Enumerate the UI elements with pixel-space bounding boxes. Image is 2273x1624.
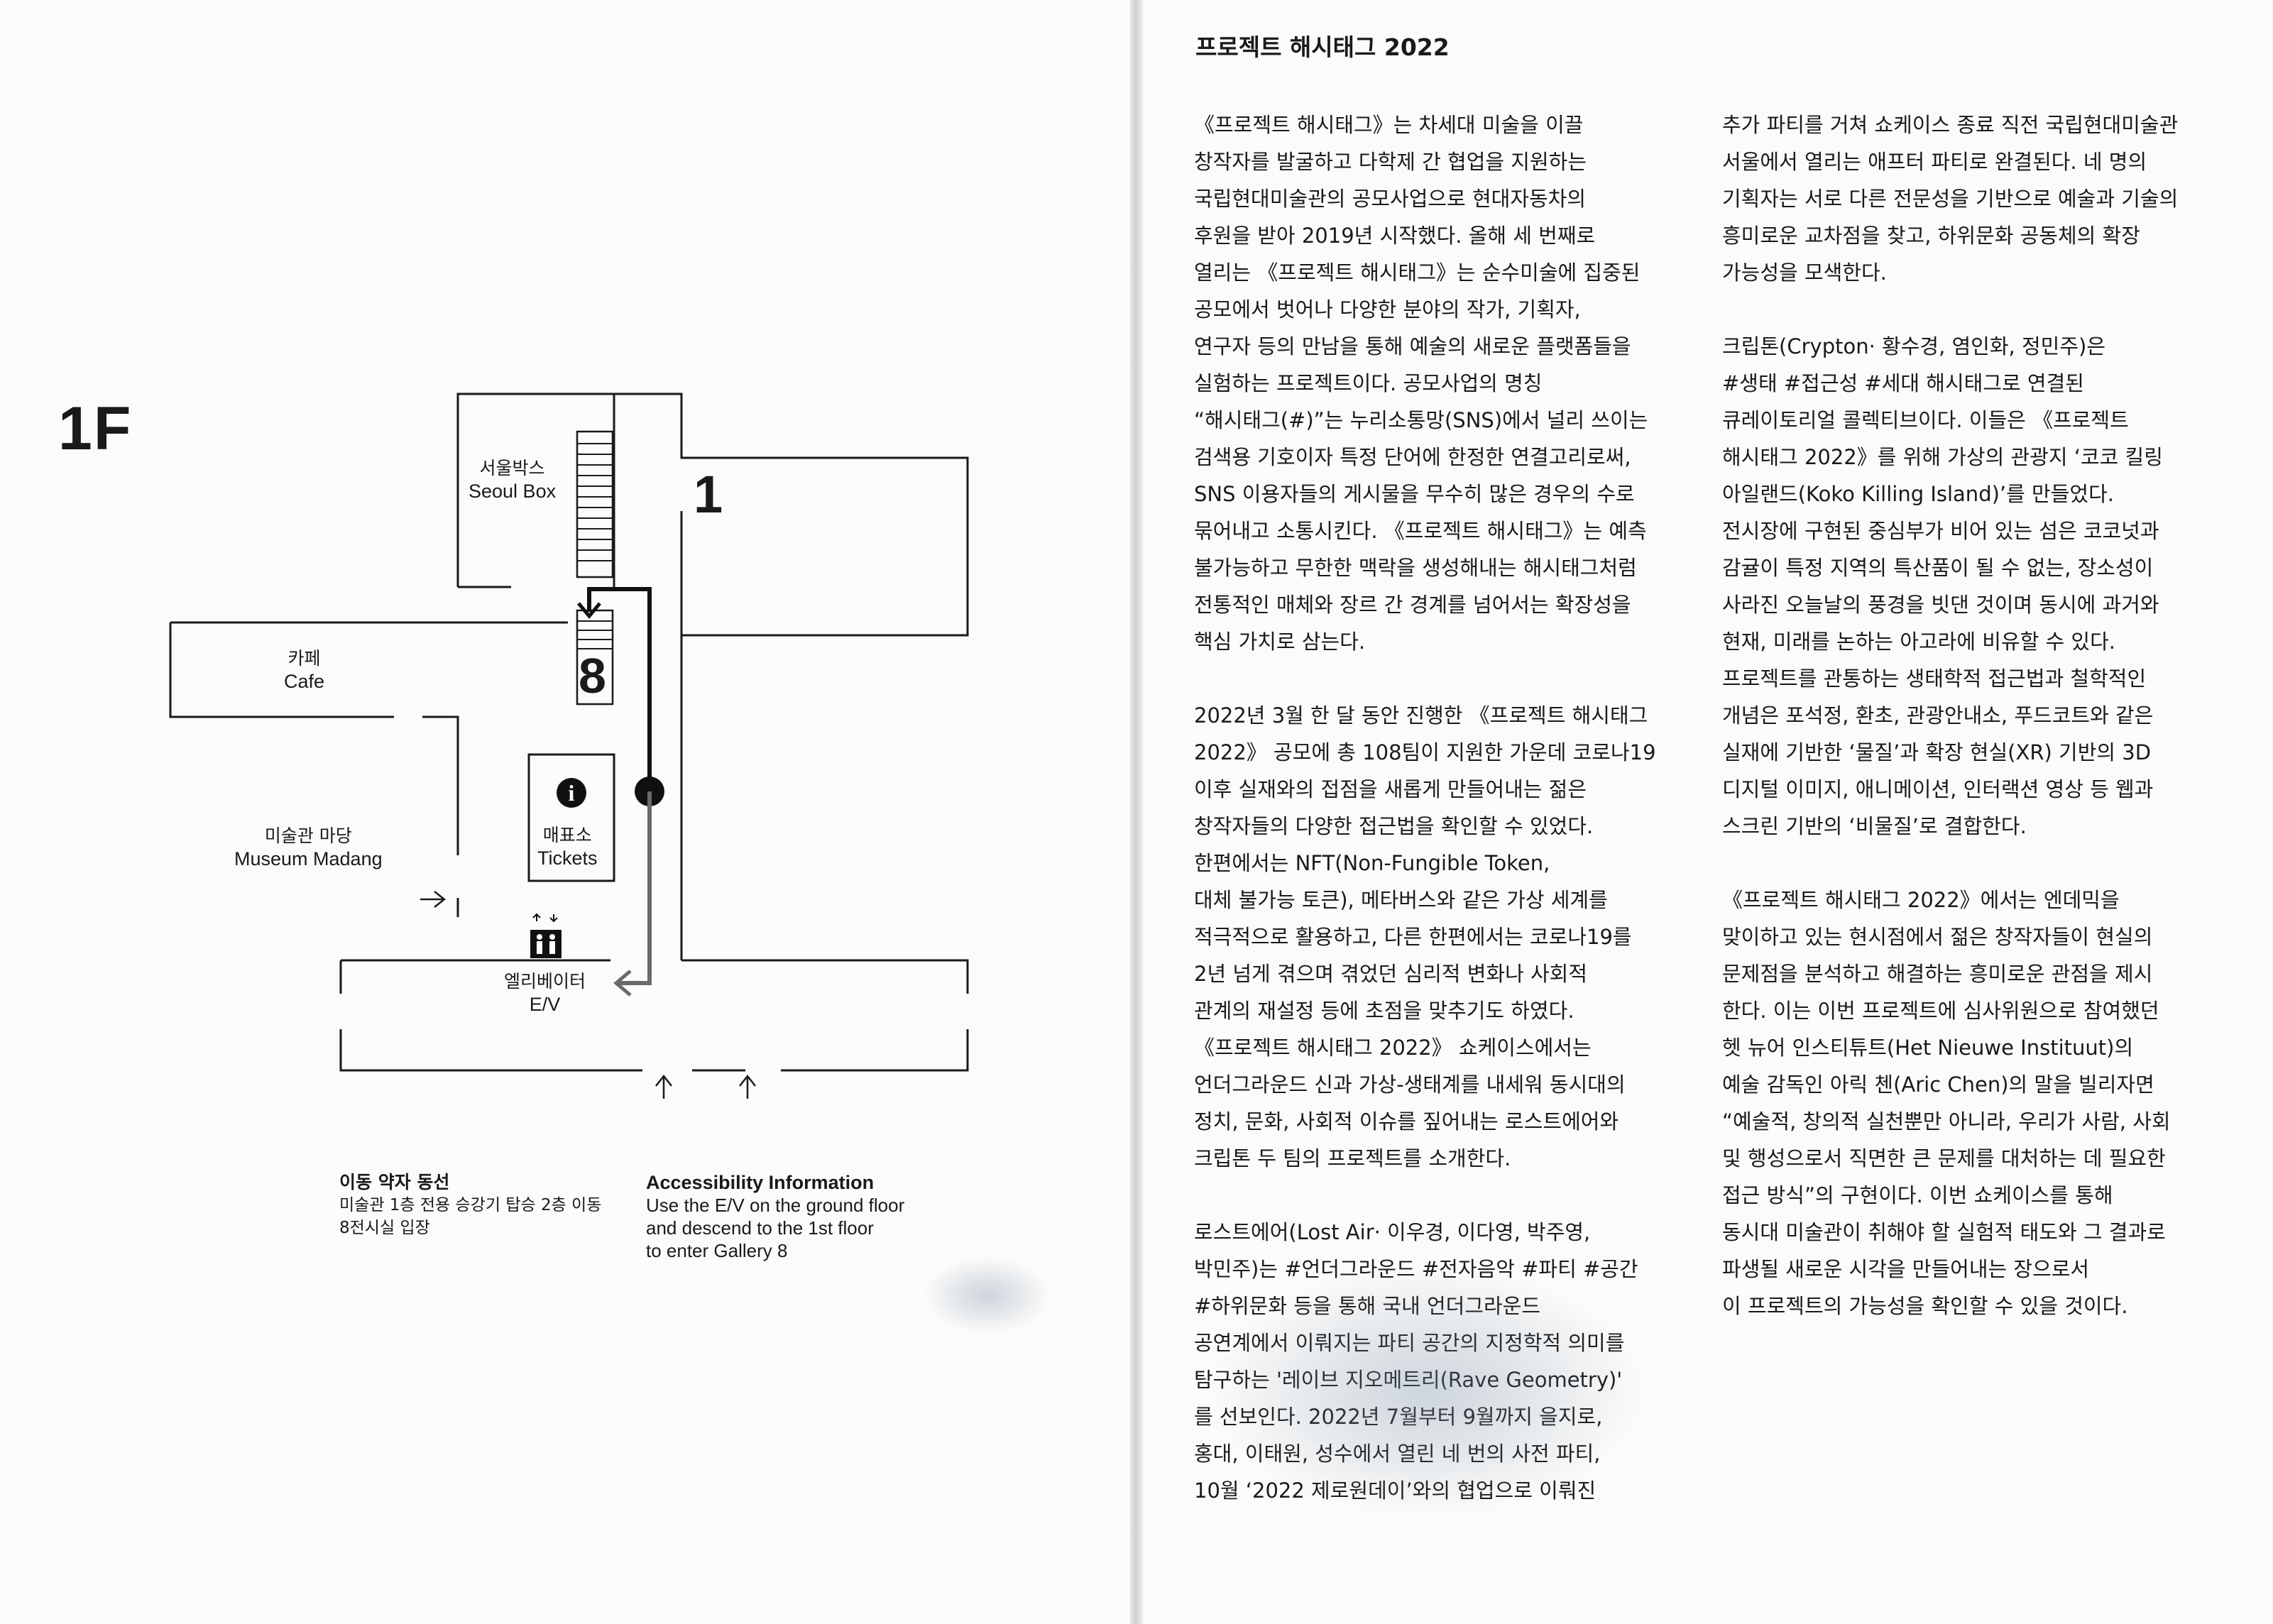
article-title: 프로젝트 해시태그 2022 [1195,33,1450,61]
seoul-box-en: Seoul Box [469,481,557,502]
entrance-arrow-south-1 [655,1074,672,1099]
gallery-1-outline [680,434,969,917]
cafe-en: Cafe [284,671,325,692]
madang-ko: 미술관 마당 [264,825,352,846]
tickets-ko: 매표소 [542,825,592,845]
stain [923,1256,1051,1334]
tickets-label: 매표소 Tickets [537,823,598,870]
accessibility-ko-title: 이동 약자 동선 [339,1172,450,1192]
tickets-en: Tickets [537,847,598,869]
paragraph: 2022년 3월 한 달 동안 진행한 《프로젝트 해시태그 2022》 공모에… [1194,703,1656,1170]
left-page-map [0,0,1133,1624]
gallery-8-number: 8 [579,648,606,703]
info-icon: i [557,778,586,808]
staircase [576,430,614,578]
seoul-box-label: 서울박스 Seoul Box [469,456,556,503]
accessibility-ko-line: 8전시실 입장 [339,1219,430,1237]
entrance-arrow-west [420,891,447,908]
entrance-arrow-south-2 [739,1074,756,1099]
paragraph: 크립톤(Crypton· 황수경, 염인화, 정민주)은 #생태 #접근성 #세… [1722,334,2163,838]
accessibility-en: Accessibility Information Use the E/V on… [646,1171,904,1262]
floor-map [169,393,969,1099]
seoul-box-outline [456,393,683,587]
right-page-text [1140,0,2273,1624]
book-spine [1130,0,1143,1624]
text-column-1: 《프로젝트 해시태그》는 차세대 미술을 이끌 창작자를 발굴하고 다학제 간 … [1194,106,1698,1546]
route-to-elevator [618,791,652,985]
madang-en: Museum Madang [234,848,383,869]
floor-label: 1F [58,395,133,463]
elevator-label: 엘리베이터 E/V [504,970,586,1016]
stain [1207,1263,1647,1519]
madang-label: 미술관 마당 Museum Madang [234,824,383,871]
elevator-en: E/V [529,994,561,1015]
accessibility-en-line: to enter Gallery 8 [646,1240,788,1261]
paragraph: 《프로젝트 해시태그 2022》에서는 엔데믹을 맞이하고 있는 현시점에서 젊… [1722,888,2171,1318]
cafe-ko: 카페 [287,648,321,669]
tickets-box [527,753,615,882]
accessibility-en-title: Accessibility Information [646,1172,875,1193]
paragraph: 추가 파티를 거쳐 쇼케이스 종료 직전 국립현대미술관 서울에서 열리는 애프… [1722,113,2179,285]
paragraph: 《프로젝트 해시태그》는 차세대 미술을 이끌 창작자를 발굴하고 다학제 간 … [1194,113,1648,654]
stair-treads [577,443,613,649]
accessibility-en-line: and descend to the 1st floor [646,1217,874,1239]
cafe-label: 카페 Cafe [284,647,324,693]
elevator-icon [530,913,562,958]
elevator-ko: 엘리베이터 [504,971,586,992]
paragraph: 로스트에어(Lost Air· 이우경, 이다영, 박주영, 박민주)는 #언더… [1194,1220,1638,1503]
accessibility-en-line: Use the E/V on the ground floor [646,1195,905,1216]
seoul-box-ko: 서울박스 [479,458,545,478]
accessibility-ko-line: 미술관 1층 전용 승강기 탑승 2층 이동 [339,1196,602,1214]
gallery-1-number: 1 [694,465,723,524]
accessible-route [587,587,652,791]
accessibility-ko: 이동 약자 동선 미술관 1층 전용 승강기 탑승 2층 이동 8전시실 입장 [339,1171,601,1239]
text-column-2: 추가 파티를 거쳐 쇼케이스 종료 직전 국립현대미술관 서울에서 열리는 애프… [1722,106,2226,1361]
